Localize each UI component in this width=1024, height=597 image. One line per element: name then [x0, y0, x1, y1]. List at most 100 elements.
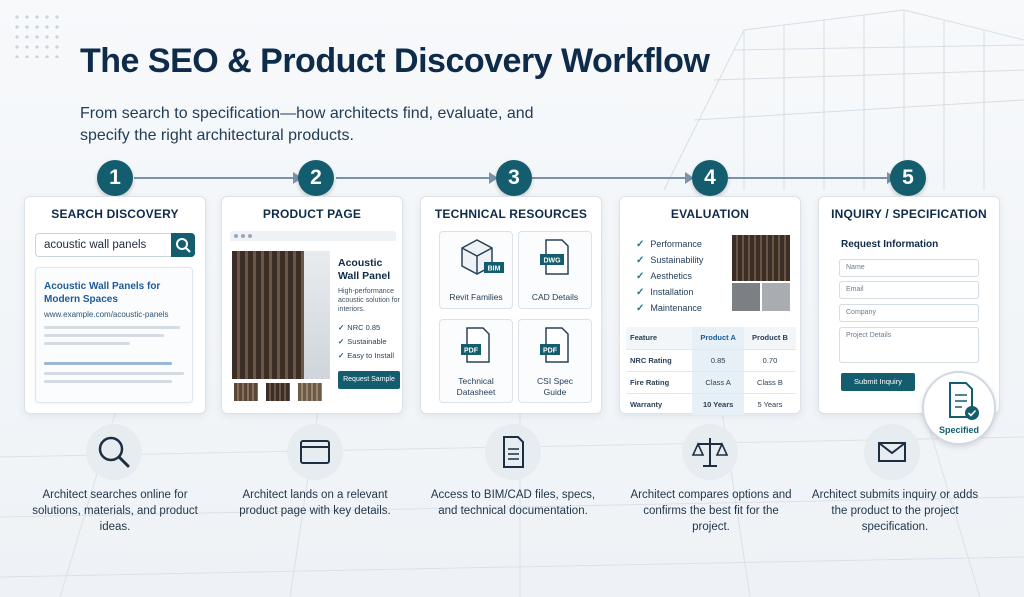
- browser-bar: [230, 231, 396, 241]
- badge-label: Specified: [938, 425, 979, 435]
- step-number-4: 4: [692, 160, 728, 196]
- step-description: Architect searches online for solutions,…: [32, 489, 198, 533]
- window-dot: [248, 234, 252, 238]
- check-icon: ✓: [338, 323, 345, 332]
- search-input[interactable]: acoustic wall panels: [35, 233, 195, 257]
- product-feature: ✓Sustainable: [338, 337, 387, 346]
- project-details-field[interactable]: Project Details: [839, 327, 979, 363]
- step-number-5: 5: [890, 160, 926, 196]
- criteria-item: ✓Maintenance: [636, 303, 702, 314]
- text-line: [44, 342, 130, 345]
- fabric-sample-swatch: [762, 283, 790, 311]
- text-line: [44, 334, 164, 337]
- card-title: PRODUCT PAGE: [262, 207, 362, 221]
- product-page-card: PRODUCT PAGE Acoustic Wall Panel High-pe…: [221, 196, 403, 414]
- step-description: Access to BIM/CAD files, specs, and tech…: [430, 489, 596, 517]
- document-icon: [485, 424, 541, 480]
- comparison-table: Feature Product A Product B NRC Rating 0…: [626, 327, 796, 416]
- table-header: Product A: [692, 327, 744, 350]
- window-dot: [241, 234, 245, 238]
- pdf-file-icon: PDF: [461, 327, 490, 363]
- cad-details-tile[interactable]: DWG CAD Details: [518, 231, 592, 309]
- company-field[interactable]: Company: [839, 304, 979, 322]
- search-icon: [176, 238, 191, 253]
- technical-datasheet-tile[interactable]: PDF Technical Datasheet: [439, 319, 513, 403]
- specified-document-icon: [949, 382, 979, 420]
- step-description: Architect submits inquiry or adds the pr…: [811, 489, 979, 533]
- check-icon: ✓: [636, 255, 645, 266]
- csi-spec-guide-tile[interactable]: PDF CSI Spec Guide: [518, 319, 592, 403]
- svg-text:BIM: BIM: [488, 266, 501, 273]
- check-icon: ✓: [636, 303, 645, 314]
- submit-inquiry-button[interactable]: Submit Inquiry: [841, 373, 915, 391]
- criteria-item: ✓Aesthetics: [636, 271, 692, 282]
- criteria-item: ✓Performance: [636, 239, 702, 250]
- text-line: [44, 380, 172, 383]
- table-row: Fire Rating Class A Class B: [626, 371, 796, 394]
- criteria-item: ✓Sustainability: [636, 255, 704, 266]
- product-name: Acoustic Wall Panel: [338, 257, 391, 282]
- bim-cube-icon: BIM: [461, 239, 504, 275]
- card-title: TECHNICAL RESOURCES: [434, 207, 588, 221]
- decorative-dots: [12, 12, 62, 58]
- search-discovery-card: SEARCH DISCOVERY acoustic wall panels Ac…: [24, 196, 206, 414]
- product-feature: ✓Easy to Install: [338, 351, 394, 360]
- product-image: [232, 251, 330, 379]
- dwg-file-icon: DWG: [540, 239, 569, 275]
- check-icon: ✓: [338, 337, 345, 346]
- text-line: [44, 362, 172, 365]
- building-wireframe-image: [663, 9, 1024, 190]
- browser-window-icon: [287, 424, 343, 480]
- svg-text:PDF: PDF: [464, 348, 479, 355]
- revit-families-tile[interactable]: BIM Revit Families: [439, 231, 513, 309]
- request-sample-button[interactable]: Request Sample: [338, 371, 400, 389]
- step-description: Architect compares options and confirms …: [630, 489, 792, 533]
- check-icon: ✓: [636, 271, 645, 282]
- criteria-item: ✓Installation: [636, 287, 694, 298]
- resource-label: Technical Datasheet: [456, 376, 496, 397]
- text-line: [44, 372, 184, 375]
- product-description: High-performance acoustic solution for i…: [338, 288, 400, 313]
- search-query: acoustic wall panels: [44, 239, 147, 251]
- svg-text:PDF: PDF: [543, 348, 558, 355]
- resource-label: CSI Spec Guide: [537, 376, 573, 397]
- product-feature: ✓NRC 0.85: [338, 323, 381, 332]
- name-field[interactable]: Name: [839, 259, 979, 277]
- connector-line: [532, 177, 686, 179]
- evaluation-card: EVALUATION ✓Performance ✓Sustainability …: [619, 196, 801, 416]
- result-title-link[interactable]: Acoustic Wall Panels for Modern Spaces: [44, 281, 161, 305]
- result-url: www.example.com/acoustic-panels: [44, 310, 169, 319]
- specified-badge: Specified: [922, 371, 996, 445]
- table-header: Feature: [626, 327, 693, 350]
- product-thumbnail[interactable]: [298, 383, 322, 401]
- step-description: Architect lands on a relevant product pa…: [239, 489, 391, 517]
- window-dot: [234, 234, 238, 238]
- fabric-sample-swatch: [732, 283, 760, 311]
- scales-icon: [682, 424, 738, 480]
- connector-line: [336, 177, 490, 179]
- connector-line: [728, 177, 888, 179]
- card-title: EVALUATION: [670, 207, 750, 221]
- text-line: [44, 326, 180, 329]
- envelope-icon: [864, 424, 920, 480]
- arrow-right-icon: [489, 172, 498, 184]
- table-row: Warranty 10 Years 5 Years: [626, 393, 796, 416]
- email-field[interactable]: Email: [839, 281, 979, 299]
- step-number-1: 1: [97, 160, 133, 196]
- product-thumbnail[interactable]: [234, 383, 258, 401]
- wood-sample-swatch: [732, 235, 790, 281]
- resource-label: Revit Families: [449, 292, 503, 302]
- step-number-2: 2: [298, 160, 334, 196]
- table-row: NRC Rating 0.85 0.70: [626, 349, 796, 372]
- product-thumbnail[interactable]: [266, 383, 290, 401]
- arrow-right-icon: [293, 172, 302, 184]
- search-result[interactable]: Acoustic Wall Panels for Modern Spaces w…: [35, 267, 193, 403]
- connector-line: [134, 177, 294, 179]
- technical-resources-card: TECHNICAL RESOURCES BIM Revit Families D…: [420, 196, 602, 414]
- form-title: Request Information: [841, 239, 939, 250]
- resource-label: CAD Details: [531, 292, 579, 302]
- check-icon: ✓: [636, 239, 645, 250]
- page-subtitle: From search to specification—how archite…: [80, 105, 534, 144]
- search-button[interactable]: [171, 233, 195, 257]
- check-icon: ✓: [338, 351, 345, 360]
